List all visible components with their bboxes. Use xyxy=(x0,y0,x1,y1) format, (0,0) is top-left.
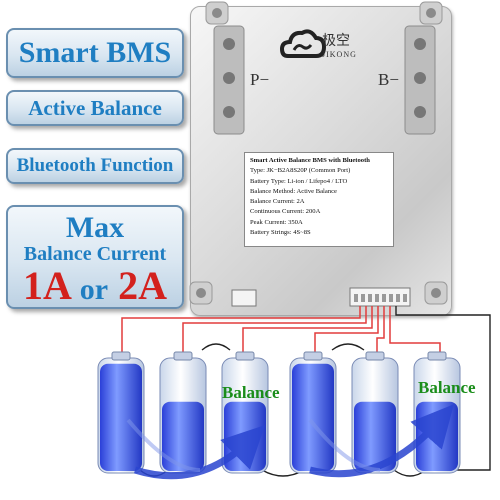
max-balance-current-badge: Max Balance Current 1A or 2A xyxy=(6,205,184,309)
cloud-logo-icon xyxy=(280,29,327,58)
battery-charge-level xyxy=(292,363,334,471)
p-minus-label: P− xyxy=(250,70,270,89)
brand-chinese: 极空 xyxy=(322,33,350,49)
b-minus-label: B− xyxy=(378,70,399,89)
battery-terminal xyxy=(173,351,193,361)
bluetooth-function-badge: Bluetooth Function xyxy=(6,148,184,184)
spec-line: Battery Strings: 4S~8S xyxy=(250,229,311,237)
spec-label: Smart Active Balance BMS with Bluetooth … xyxy=(244,152,394,247)
balance-current-label: Balance Current xyxy=(23,243,167,265)
spec-title: Smart Active Balance BMS with Bluetooth xyxy=(250,157,370,164)
spec-line: Balance Current: 2A xyxy=(250,198,305,206)
battery-charge-level xyxy=(100,363,142,471)
battery-charge-level xyxy=(354,401,396,471)
battery-cell xyxy=(159,351,207,474)
spec-line: Battery Type: Li-ion / Lifepo4 / LTO xyxy=(250,177,348,185)
spec-line: Type: JK−B2A8S20P (Common Port) xyxy=(250,167,351,175)
balance-left-label: Balance xyxy=(222,383,280,402)
spec-line: Continuous Current: 200A xyxy=(250,208,321,216)
battery-cell xyxy=(289,351,337,474)
battery-terminal xyxy=(111,351,131,361)
battery-terminal xyxy=(303,351,323,361)
brand-english: JIKONG xyxy=(322,50,357,59)
battery-charge-level xyxy=(162,401,204,471)
smart-bms-badge: Smart BMS xyxy=(6,28,184,78)
balance-wires xyxy=(121,306,441,353)
amp-2a: 2A xyxy=(118,263,167,308)
battery-terminal xyxy=(365,351,385,361)
balance-arrows xyxy=(133,404,454,480)
balance-arrows-faint xyxy=(126,418,381,472)
amp-values: 1A or 2A xyxy=(8,265,182,311)
battery-cell xyxy=(413,351,461,474)
max-label: Max xyxy=(65,211,125,244)
amp-or: or xyxy=(79,273,109,306)
battery-terminal xyxy=(235,351,255,361)
battery-cell xyxy=(97,351,145,474)
spec-line: Balance Method: Active Balance xyxy=(250,187,337,195)
balance-right-label: Balance xyxy=(418,378,476,397)
active-balance-badge: Active Balance xyxy=(6,90,184,126)
battery-terminal xyxy=(427,351,447,361)
battery-cell xyxy=(351,351,399,474)
spec-line: Peak Current: 350A xyxy=(250,218,303,226)
amp-1a: 1A xyxy=(23,263,70,308)
